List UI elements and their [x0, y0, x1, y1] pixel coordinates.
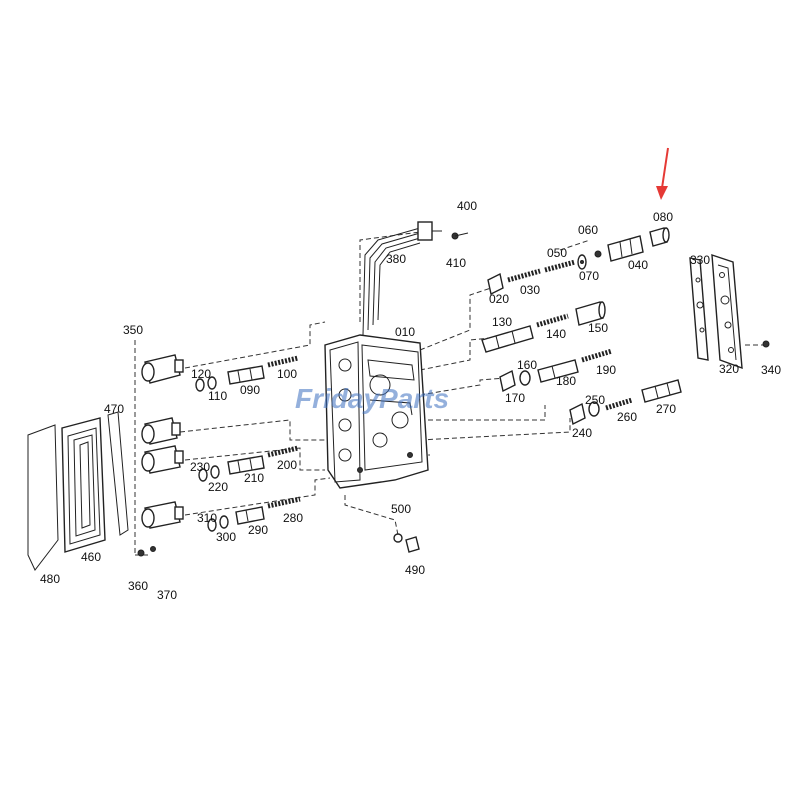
label-080: 080 — [653, 210, 673, 224]
label-030: 030 — [520, 283, 540, 297]
label-370: 370 — [157, 588, 177, 602]
plate-170 — [499, 369, 516, 393]
screw-400-410 — [451, 232, 469, 240]
valve-040 — [607, 235, 644, 262]
label-310: 310 — [197, 511, 217, 525]
spring-280 — [267, 496, 301, 509]
plate-240 — [569, 402, 586, 426]
part-labels: 400 410 380 080 060 050 070 040 020 030 … — [40, 199, 781, 602]
label-220: 220 — [208, 480, 228, 494]
label-270: 270 — [656, 402, 676, 416]
cover-plate-320 — [711, 254, 743, 370]
spool-130 — [481, 325, 534, 353]
ring-300-310 — [207, 515, 229, 532]
spring-050 — [544, 259, 576, 273]
spool-290 — [235, 506, 265, 525]
label-050: 050 — [547, 246, 567, 260]
label-170: 170 — [505, 391, 525, 405]
label-210: 210 — [244, 471, 264, 485]
label-250: 250 — [585, 393, 605, 407]
spring-140 — [536, 313, 569, 328]
label-260: 260 — [617, 410, 637, 424]
spring-030 — [507, 268, 541, 283]
label-180: 180 — [556, 374, 576, 388]
label-100: 100 — [277, 367, 297, 381]
label-090: 090 — [240, 383, 260, 397]
gasket-480 — [27, 424, 59, 571]
label-350: 350 — [123, 323, 143, 337]
plug-490 — [405, 536, 420, 553]
ring-500 — [393, 533, 403, 543]
ring-110-120 — [195, 376, 217, 392]
ring-160 — [519, 370, 531, 386]
label-140: 140 — [546, 327, 566, 341]
label-330: 330 — [690, 253, 710, 267]
label-200: 200 — [277, 458, 297, 472]
label-130: 130 — [492, 315, 512, 329]
label-020: 020 — [489, 292, 509, 306]
label-060: 060 — [578, 223, 598, 237]
label-040: 040 — [628, 258, 648, 272]
spool-180 — [537, 359, 579, 383]
washer-070 — [577, 254, 587, 270]
label-190: 190 — [596, 363, 616, 377]
filter-cover-460 — [61, 417, 106, 553]
label-460: 460 — [81, 550, 101, 564]
label-360: 360 — [128, 579, 148, 593]
plug-150 — [575, 301, 606, 326]
solenoid-valve-350-d — [141, 501, 184, 529]
spool-270 — [641, 379, 682, 403]
label-240: 240 — [572, 426, 592, 440]
label-470: 470 — [104, 402, 124, 416]
label-230: 230 — [190, 460, 210, 474]
spool-090 — [227, 365, 265, 385]
ball-060 — [594, 250, 602, 258]
indicator-arrow — [656, 147, 669, 200]
spring-260 — [605, 397, 633, 411]
spring-190 — [581, 348, 613, 363]
plate-020 — [487, 272, 504, 296]
wire-harness-380 — [362, 221, 442, 336]
valve-body-010 — [324, 334, 429, 489]
solenoid-valve-350-a — [141, 354, 184, 384]
label-380: 380 — [386, 252, 406, 266]
screw-360-370 — [137, 546, 156, 557]
spool-210 — [227, 455, 265, 475]
label-160: 160 — [517, 358, 537, 372]
dashed-leader-lines — [134, 231, 765, 556]
spring-100 — [267, 355, 299, 368]
ring-220-230 — [198, 465, 220, 482]
solenoid-valve-350-b — [141, 417, 181, 445]
label-110: 110 — [208, 389, 227, 403]
watermark-text: FridayParts — [295, 383, 449, 414]
label-320: 320 — [719, 362, 739, 376]
label-150: 150 — [588, 321, 608, 335]
seal-ring-470 — [107, 411, 129, 536]
screw-340 — [762, 340, 770, 348]
label-290: 290 — [248, 523, 268, 537]
label-070: 070 — [579, 269, 599, 283]
solenoid-valve-350-c — [141, 445, 184, 474]
label-400: 400 — [457, 199, 477, 213]
ring-250 — [588, 401, 600, 417]
label-500: 500 — [391, 502, 411, 516]
intermediate-plate-330 — [689, 257, 709, 361]
label-010: 010 — [395, 325, 415, 339]
label-300: 300 — [216, 530, 236, 544]
plug-080 — [649, 227, 670, 247]
spring-200 — [267, 445, 299, 458]
label-410: 410 — [446, 256, 466, 270]
label-340: 340 — [761, 363, 781, 377]
label-120: 120 — [191, 367, 211, 381]
label-280: 280 — [283, 511, 303, 525]
label-490: 490 — [405, 563, 425, 577]
label-480: 480 — [40, 572, 60, 586]
